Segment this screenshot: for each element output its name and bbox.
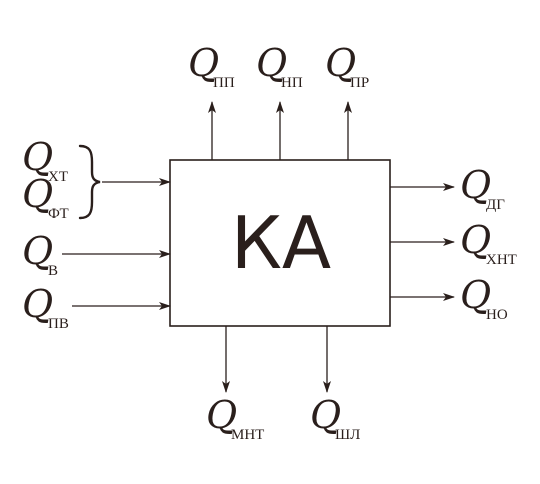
flow-label-np: Q НП [256,41,303,91]
right-curly-brace [78,144,101,220]
flow-subscript: ХНТ [486,252,517,268]
flow-subscript: МНТ [231,427,264,443]
flow-label-ft: Q ФТ [22,172,69,222]
flow-symbol: Q [206,393,237,437]
flow-label-shl: Q ШЛ [310,393,360,443]
flow-subscript: ХТ [48,169,68,185]
flow-subscript: ПР [350,75,369,91]
flow-symbol: Q [460,218,491,262]
flow-symbol: Q [460,273,491,317]
flow-subscript: ДГ [486,197,505,213]
flow-symbol: Q [325,41,356,85]
flow-label-kht: Q ХТ [22,135,68,185]
flow-symbol: Q [22,172,53,216]
flow-label-pp: Q ПП [188,41,235,91]
flow-label-dg: Q ДГ [460,163,505,213]
flow-symbol: Q [188,41,219,85]
flow-subscript: ШЛ [335,427,360,443]
flow-subscript: ФТ [48,206,69,222]
flow-subscript: НП [281,75,303,91]
ka-block-label: КА [231,201,331,285]
flow-symbol: Q [22,135,53,179]
flow-subscript: ПВ [48,316,69,332]
flow-symbol: Q [22,229,53,273]
flow-label-pr: Q ПР [325,41,369,91]
flow-symbol: Q [256,41,287,85]
flow-subscript: ПП [213,75,235,91]
flow-label-hnt: Q ХНТ [460,218,517,268]
flow-label-v: Q В [22,229,58,279]
flow-label-pv: Q ПВ [22,282,69,332]
flow-symbol: Q [22,282,53,326]
flow-subscript: НО [486,307,508,323]
flow-symbol: Q [460,163,491,207]
flow-subscript: В [48,263,58,279]
flow-label-no: Q НО [460,273,508,323]
flow-label-mnt: Q МНТ [206,393,264,443]
flow-symbol: Q [310,393,341,437]
